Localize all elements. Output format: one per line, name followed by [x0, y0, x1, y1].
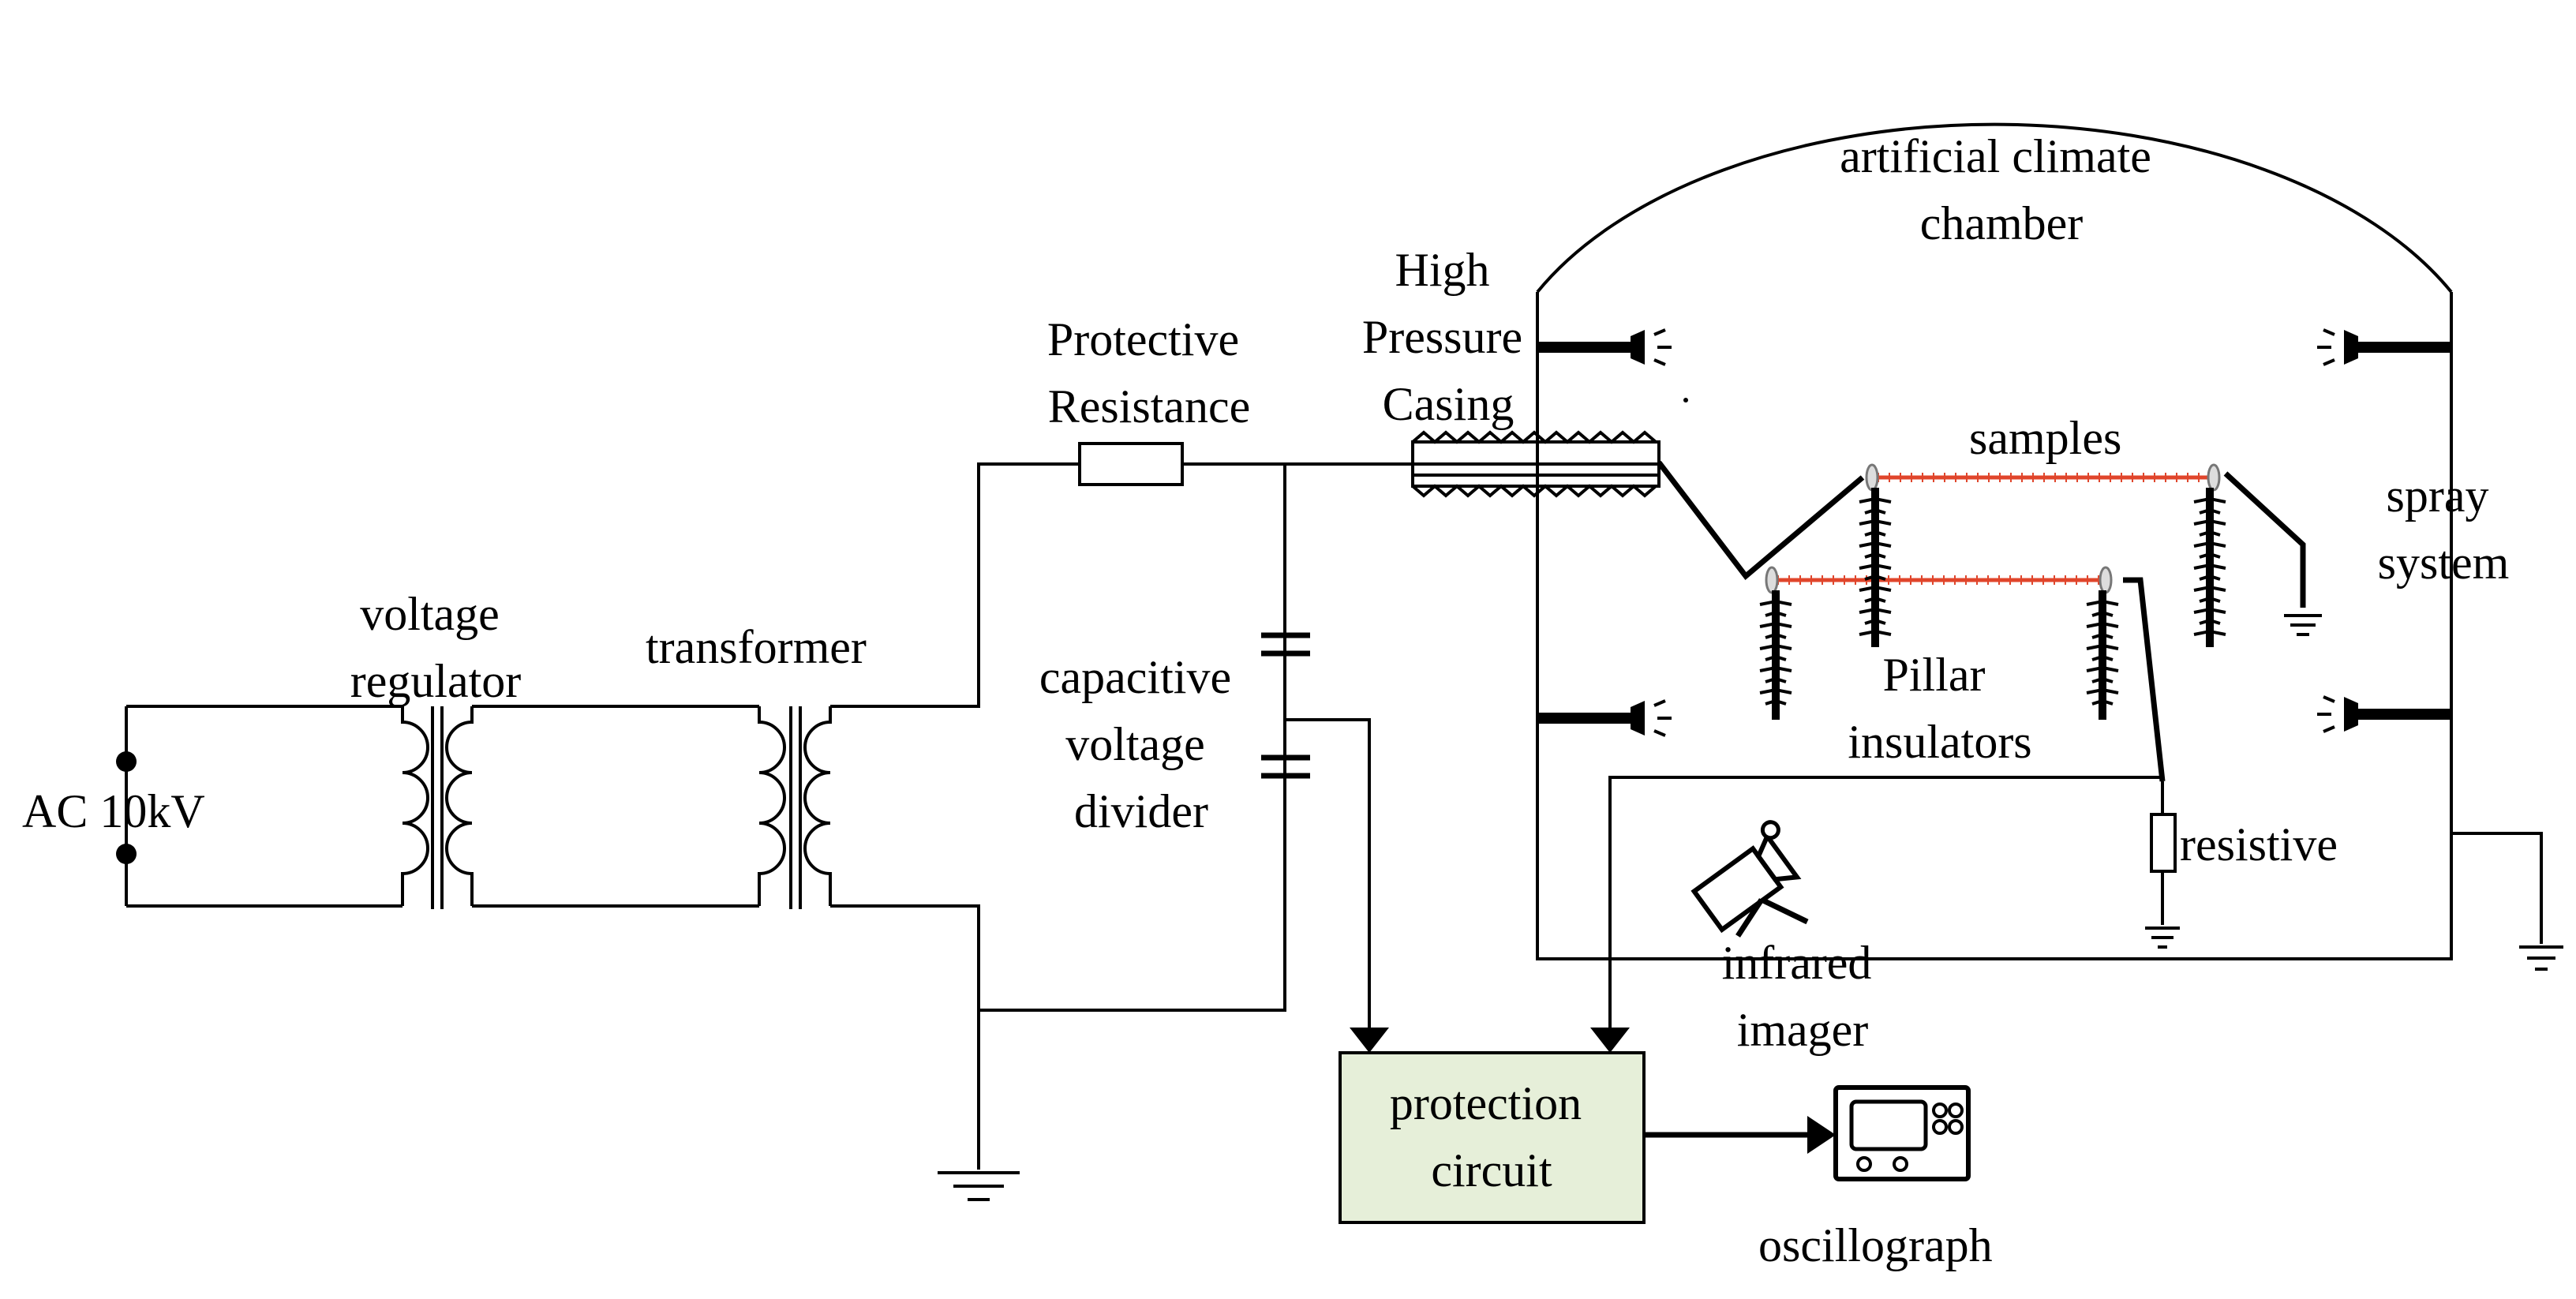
- ground-icon: [2519, 945, 2563, 971]
- high-pressure-casing: [1411, 430, 1661, 498]
- ground-icon: [2284, 614, 2322, 636]
- resistive-branch: [1590, 776, 2180, 1053]
- spray-nozzle-icon: [1631, 330, 1645, 365]
- coil-icon: [445, 706, 474, 906]
- label-resistive: resistive: [2180, 818, 2338, 870]
- label-high-pressure-casing: High Pressure Casing: [1362, 244, 1534, 430]
- pillar-insulators: [1759, 488, 2226, 720]
- arrow-head: [1807, 1116, 1836, 1154]
- protection-circuit-box: [1339, 1051, 1646, 1224]
- label-oscillograph: oscillograph: [1758, 1219, 1993, 1271]
- sample-lower: [1765, 566, 2113, 594]
- arrow-head: [1590, 1028, 1630, 1053]
- label-infrared-imager: infrared imager: [1722, 937, 1884, 1056]
- spray-nozzle-icon: [2344, 330, 2358, 365]
- label-pillar-insulators: Pillar insulators: [1848, 649, 2031, 768]
- spray-nozzle-left-top: [1537, 328, 1672, 366]
- label-protection-circuit: protection circuit: [1390, 1077, 1593, 1196]
- spray-nozzle-icon: [2344, 697, 2358, 732]
- label-voltage-regulator: voltage regulator: [350, 588, 522, 707]
- ground-icon: [938, 1171, 1020, 1201]
- voltage-regulator: [401, 705, 759, 909]
- terminal-top: [116, 751, 137, 772]
- insulator-icon: [1759, 590, 1792, 720]
- sample-upper: [1865, 463, 2221, 492]
- insulator-icon: [2193, 488, 2226, 647]
- label-spray-system: spray system: [2378, 470, 2510, 589]
- ground-icon: [2145, 927, 2180, 949]
- spray-nozzle-left-bottom: [1537, 699, 1672, 737]
- label-ac-source: AC 10kV: [22, 785, 205, 837]
- resistor-icon: [1078, 442, 1184, 486]
- ac-source: [116, 705, 402, 908]
- label-protective-resistance: Protective Resistance: [1047, 313, 1251, 432]
- coil-icon: [758, 706, 786, 906]
- spray-nozzle-right-top: [2317, 328, 2451, 366]
- label-chamber: artificial climate chamber: [1840, 130, 2163, 249]
- label-capacitive-voltage-divider: capacitive voltage divider: [1039, 651, 1243, 837]
- coil-icon: [401, 706, 429, 906]
- insulator-icon: [1859, 488, 1892, 647]
- capacitive-voltage-divider: [1261, 464, 1389, 1053]
- spray-nozzle-right-bottom: [2317, 695, 2451, 733]
- arrow-head: [1350, 1028, 1389, 1053]
- climate-chamber: [1536, 122, 2563, 971]
- camera-icon: [1690, 820, 1809, 938]
- label-transformer: transformer: [646, 621, 867, 673]
- insulator-icon: [2086, 590, 2119, 720]
- terminal-bottom: [116, 844, 137, 864]
- spray-nozzle-icon: [1631, 701, 1645, 736]
- oscilloscope-icon: [1833, 1085, 1971, 1181]
- transformer: [758, 462, 1286, 1201]
- label-samples: samples: [1969, 412, 2121, 464]
- coil-icon: [803, 706, 832, 906]
- resistor-icon: [2150, 813, 2177, 873]
